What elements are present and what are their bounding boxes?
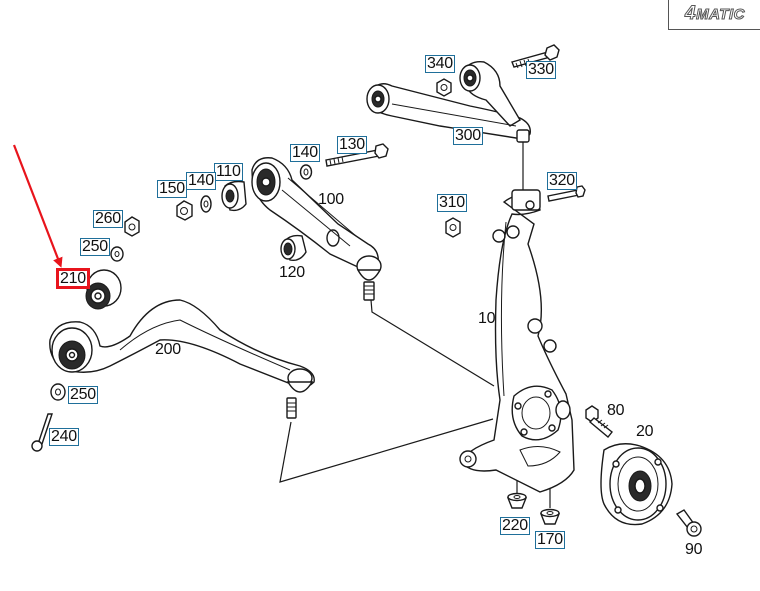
callout-340[interactable]: 340 bbox=[425, 55, 455, 73]
callout-320[interactable]: 320 bbox=[547, 172, 577, 190]
bolt-320[interactable] bbox=[547, 185, 586, 202]
nut-220[interactable] bbox=[506, 492, 528, 509]
bolt-90[interactable] bbox=[675, 509, 702, 537]
callout-210-highlighted[interactable]: 210 bbox=[56, 268, 90, 289]
nut-150[interactable] bbox=[176, 200, 193, 221]
callout-170[interactable]: 170 bbox=[535, 531, 565, 549]
wheel-hub-20[interactable] bbox=[600, 443, 673, 526]
control-arm-100[interactable] bbox=[251, 157, 382, 301]
callout-330[interactable]: 330 bbox=[526, 61, 556, 79]
upper-control-arm-300[interactable] bbox=[366, 61, 531, 143]
bolt-130[interactable] bbox=[325, 143, 389, 167]
bolt-330[interactable] bbox=[511, 44, 560, 69]
callout-80[interactable]: 80 bbox=[607, 402, 625, 419]
nut-170[interactable] bbox=[539, 508, 561, 525]
callout-250-upper[interactable]: 250 bbox=[80, 238, 110, 256]
callout-110[interactable]: 110 bbox=[214, 163, 243, 181]
washer-250-upper[interactable] bbox=[110, 246, 124, 262]
callout-90[interactable]: 90 bbox=[685, 541, 703, 558]
bushing-110[interactable] bbox=[221, 180, 247, 212]
callout-260[interactable]: 260 bbox=[93, 210, 123, 228]
leader-line-100-balljoint bbox=[370, 299, 495, 387]
4matic-logo: 4MATIC bbox=[668, 0, 760, 30]
callout-130[interactable]: 130 bbox=[337, 136, 367, 154]
callout-10[interactable]: 10 bbox=[478, 310, 496, 327]
callout-100[interactable]: 100 bbox=[318, 191, 344, 208]
bushing-210[interactable] bbox=[85, 269, 122, 310]
control-arm-200[interactable] bbox=[49, 299, 315, 419]
red-pointer-arrow bbox=[12, 144, 63, 268]
logo-suffix: MATIC bbox=[696, 6, 745, 24]
leader-line-200-balljoint bbox=[279, 418, 494, 483]
bolt-80[interactable] bbox=[585, 405, 613, 438]
washer-140-upper[interactable] bbox=[299, 164, 313, 180]
callout-240[interactable]: 240 bbox=[49, 428, 79, 446]
nut-310[interactable] bbox=[445, 217, 461, 238]
logo-text: 4MATIC bbox=[685, 3, 745, 25]
nut-340[interactable] bbox=[436, 78, 452, 97]
callout-200[interactable]: 200 bbox=[155, 341, 181, 358]
callout-140-upper[interactable]: 140 bbox=[290, 144, 320, 162]
bushing-120[interactable] bbox=[280, 234, 307, 262]
callout-300[interactable]: 300 bbox=[453, 127, 483, 145]
nut-260[interactable] bbox=[124, 216, 140, 237]
washer-250-lower[interactable] bbox=[50, 383, 66, 401]
logo-prefix: 4 bbox=[685, 3, 697, 25]
callout-220[interactable]: 220 bbox=[500, 517, 530, 535]
callout-140-lower[interactable]: 140 bbox=[186, 172, 216, 190]
callout-310[interactable]: 310 bbox=[437, 194, 467, 212]
washer-140-lower[interactable] bbox=[200, 195, 212, 213]
callout-250-lower[interactable]: 250 bbox=[68, 386, 98, 404]
steering-knuckle-10[interactable] bbox=[459, 189, 575, 493]
callout-20[interactable]: 20 bbox=[636, 423, 654, 440]
bolt-240[interactable] bbox=[31, 413, 53, 452]
callout-150[interactable]: 150 bbox=[157, 180, 187, 198]
callout-120[interactable]: 120 bbox=[279, 264, 305, 281]
